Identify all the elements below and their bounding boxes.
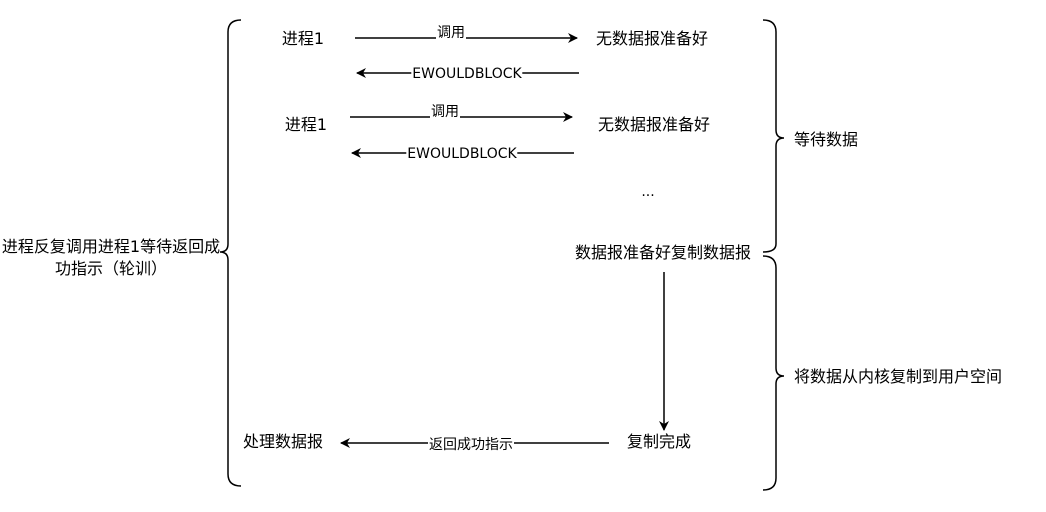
return-label-2: EWOULDBLOCK (406, 146, 518, 162)
caller-label-2: 进程1 (284, 115, 328, 134)
call-label-2: 调用 (430, 104, 460, 120)
call-label-1: 调用 (436, 25, 466, 41)
return-success-label: 返回成功指示 (428, 437, 514, 453)
ellipsis: ... (641, 184, 655, 200)
right-brace-copy (762, 255, 785, 491)
process-datagram-label: 处理数据报 (242, 432, 324, 451)
wait-data-label: 等待数据 (794, 130, 859, 149)
kernel-state-1: 无数据报准备好 (596, 29, 709, 48)
left-brace (219, 19, 242, 487)
caller-label-1: 进程1 (281, 29, 325, 48)
kernel-state-2: 无数据报准备好 (598, 115, 711, 134)
copy-to-user-label: 将数据从内核复制到用户空间 (794, 367, 1003, 386)
copy-done-label: 复制完成 (626, 432, 692, 451)
return-label-1: EWOULDBLOCK (411, 66, 523, 82)
ready-label: 数据报准备好复制数据报 (574, 243, 752, 262)
right-brace-wait (762, 19, 785, 253)
left-brace-label: 进程反复调用进程1等待返回成功指示（轮训） (1, 237, 221, 278)
